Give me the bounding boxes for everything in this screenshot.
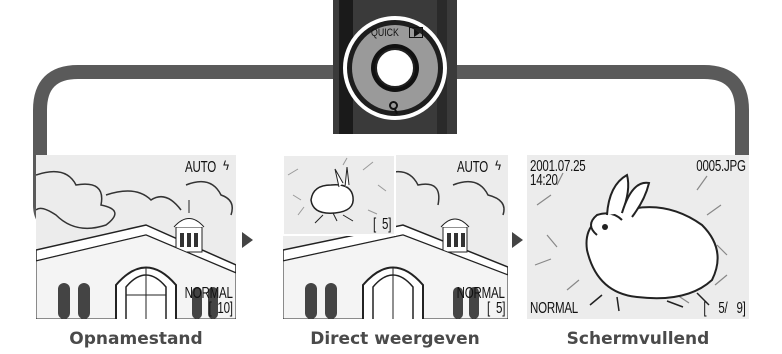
caption-instant-review: Direct weergeven (285, 329, 505, 349)
thumb-count: [ 5] (373, 217, 391, 233)
time-stamp: 14:20 (530, 173, 558, 189)
mode-indicator: AUTO (185, 160, 216, 176)
screen-shooting-mode: AUTO ϟ NORMAL [ 10] (36, 155, 236, 319)
exposure-count: [ 5] (487, 301, 505, 317)
arrow-right-icon (242, 232, 253, 248)
quick-label: QUICK (371, 27, 399, 39)
frame-counter: [ 5/ 9] (704, 301, 746, 317)
play-icon (409, 27, 423, 38)
flash-icon: ϟ (494, 159, 502, 173)
caption-shooting-mode: Opnamestand (26, 329, 246, 349)
quality-indicator: NORMAL (530, 301, 578, 317)
quick-button[interactable] (376, 49, 414, 87)
exposure-count: [ 10] (209, 301, 233, 317)
camera-quick-button-panel: QUICK (333, 0, 457, 134)
thumb-mode-indicator: AUTO (457, 160, 488, 176)
screen-instant-review: AUTO ϟ [ 5] NORMAL [ 5] (283, 155, 508, 319)
caption-full-frame: Schermvullend (528, 329, 748, 349)
flash-icon: ϟ (222, 159, 230, 173)
rabbit-illustration (527, 155, 749, 319)
file-name: 0005.JPG (696, 159, 746, 175)
arrow-right-icon (512, 232, 523, 248)
screen-full-frame-playback: 2001.07.25 14:20 0005.JPG NORMAL [ 5/ 9] (527, 155, 749, 319)
